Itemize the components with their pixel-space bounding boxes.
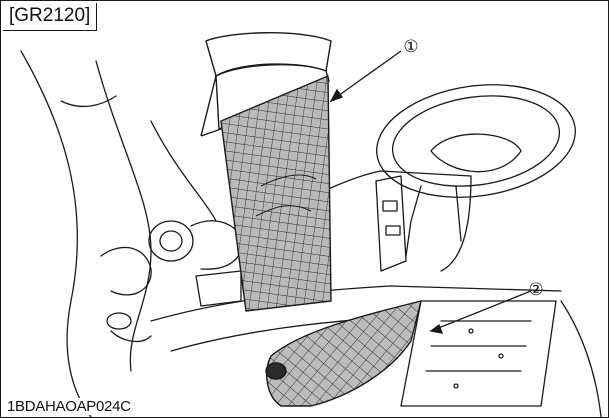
floor-plate xyxy=(400,300,557,407)
callout-2: ② xyxy=(528,280,544,299)
leader-line-1 xyxy=(330,50,402,102)
lower-side-screen xyxy=(265,300,422,407)
figure-code: 1BDAHAOAP024C xyxy=(5,398,133,415)
upper-hood-screen xyxy=(200,32,332,312)
model-tag: [GR2120] xyxy=(3,3,98,31)
steering-wheel xyxy=(376,84,576,198)
callout-1: ① xyxy=(403,37,419,56)
left-body-outline xyxy=(20,50,92,417)
dash-console xyxy=(375,175,407,272)
leader-line-2 xyxy=(430,290,532,332)
air-cleaner-cap xyxy=(148,220,194,262)
left-inner-outline xyxy=(95,60,152,372)
